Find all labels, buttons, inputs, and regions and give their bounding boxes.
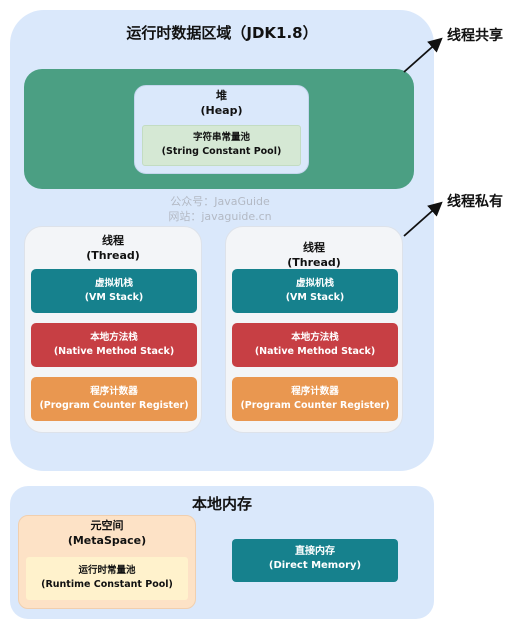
watermark: 公众号：JavaGuide 网站：javaguide.cn — [150, 194, 290, 224]
native-stack-name-1: 本地方法栈 — [90, 332, 138, 343]
vm-stack-name-en-1: (VM Stack) — [84, 292, 144, 303]
vm-stack-name-en-2: (VM Stack) — [285, 292, 345, 303]
heap-name: 堆 — [216, 89, 227, 102]
thread-name-en-1: (Thread) — [86, 249, 140, 262]
direct-memory-name-en: (Direct Memory) — [268, 560, 362, 571]
native-method-stack-2: 本地方法栈 (Native Method Stack) — [232, 323, 398, 367]
runtime-constant-pool-name-en: (Runtime Constant Pool) — [41, 579, 173, 590]
metaspace-name-en: (MetaSpace) — [67, 534, 147, 547]
runtime-data-area-title: 运行时数据区域（JDK1.8） — [126, 24, 318, 42]
thread-shared-arrow-icon — [403, 37, 443, 73]
runtime-constant-pool-label: 运行时常量池 (Runtime Constant Pool) — [26, 564, 188, 592]
native-stack-name-en-1: (Native Method Stack) — [53, 346, 175, 357]
vm-stack-2: 虚拟机栈 (VM Stack) — [232, 269, 398, 313]
metaspace-label: 元空间 (MetaSpace) — [18, 518, 196, 548]
direct-memory-box — [232, 539, 398, 582]
thread-label-2: 线程 (Thread) — [225, 240, 403, 270]
native-memory-title: 本地内存 — [191, 495, 252, 513]
pc-register-1: 程序计数器 (Program Counter Register) — [31, 377, 197, 421]
string-constant-pool-label: 字符串常量池 (String Constant Pool) — [142, 131, 301, 159]
string-constant-pool-box — [142, 125, 301, 166]
watermark-line2: 网站：javaguide.cn — [168, 210, 272, 223]
pc-register-2: 程序计数器 (Program Counter Register) — [232, 377, 398, 421]
string-constant-pool-name: 字符串常量池 — [192, 132, 250, 143]
vm-stack-1: 虚拟机栈 (VM Stack) — [31, 269, 197, 313]
heap-name-en: (Heap) — [200, 104, 243, 117]
vm-stack-name-1: 虚拟机栈 — [94, 278, 133, 289]
pc-register-name-en-1: (Program Counter Register) — [39, 400, 189, 411]
thread-shared-label: 线程共享 — [447, 28, 503, 44]
string-constant-pool-name-en: (String Constant Pool) — [161, 146, 282, 157]
metaspace-name: 元空间 — [90, 519, 124, 532]
thread-name-1: 线程 — [102, 234, 124, 247]
pc-register-name-2: 程序计数器 — [291, 386, 339, 397]
vm-stack-name-2: 虚拟机栈 — [295, 278, 334, 289]
direct-memory-label: 直接内存 (Direct Memory) — [232, 545, 398, 573]
thread-name-2: 线程 — [303, 241, 325, 254]
native-stack-name-2: 本地方法栈 — [291, 332, 339, 343]
runtime-constant-pool-name: 运行时常量池 — [78, 565, 136, 576]
runtime-constant-pool-box — [26, 557, 188, 600]
thread-private-label: 线程私有 — [447, 194, 503, 210]
watermark-line1: 公众号：JavaGuide — [170, 195, 270, 208]
thread-private-arrow-icon — [403, 201, 443, 237]
heap-label: 堆 (Heap) — [134, 88, 309, 118]
native-method-stack-1: 本地方法栈 (Native Method Stack) — [31, 323, 197, 367]
native-stack-name-en-2: (Native Method Stack) — [254, 346, 376, 357]
pc-register-name-1: 程序计数器 — [90, 386, 138, 397]
pc-register-name-en-2: (Program Counter Register) — [240, 400, 390, 411]
thread-label-1: 线程 (Thread) — [24, 233, 202, 263]
direct-memory-name: 直接内存 — [295, 546, 335, 557]
thread-name-en-2: (Thread) — [287, 256, 341, 269]
